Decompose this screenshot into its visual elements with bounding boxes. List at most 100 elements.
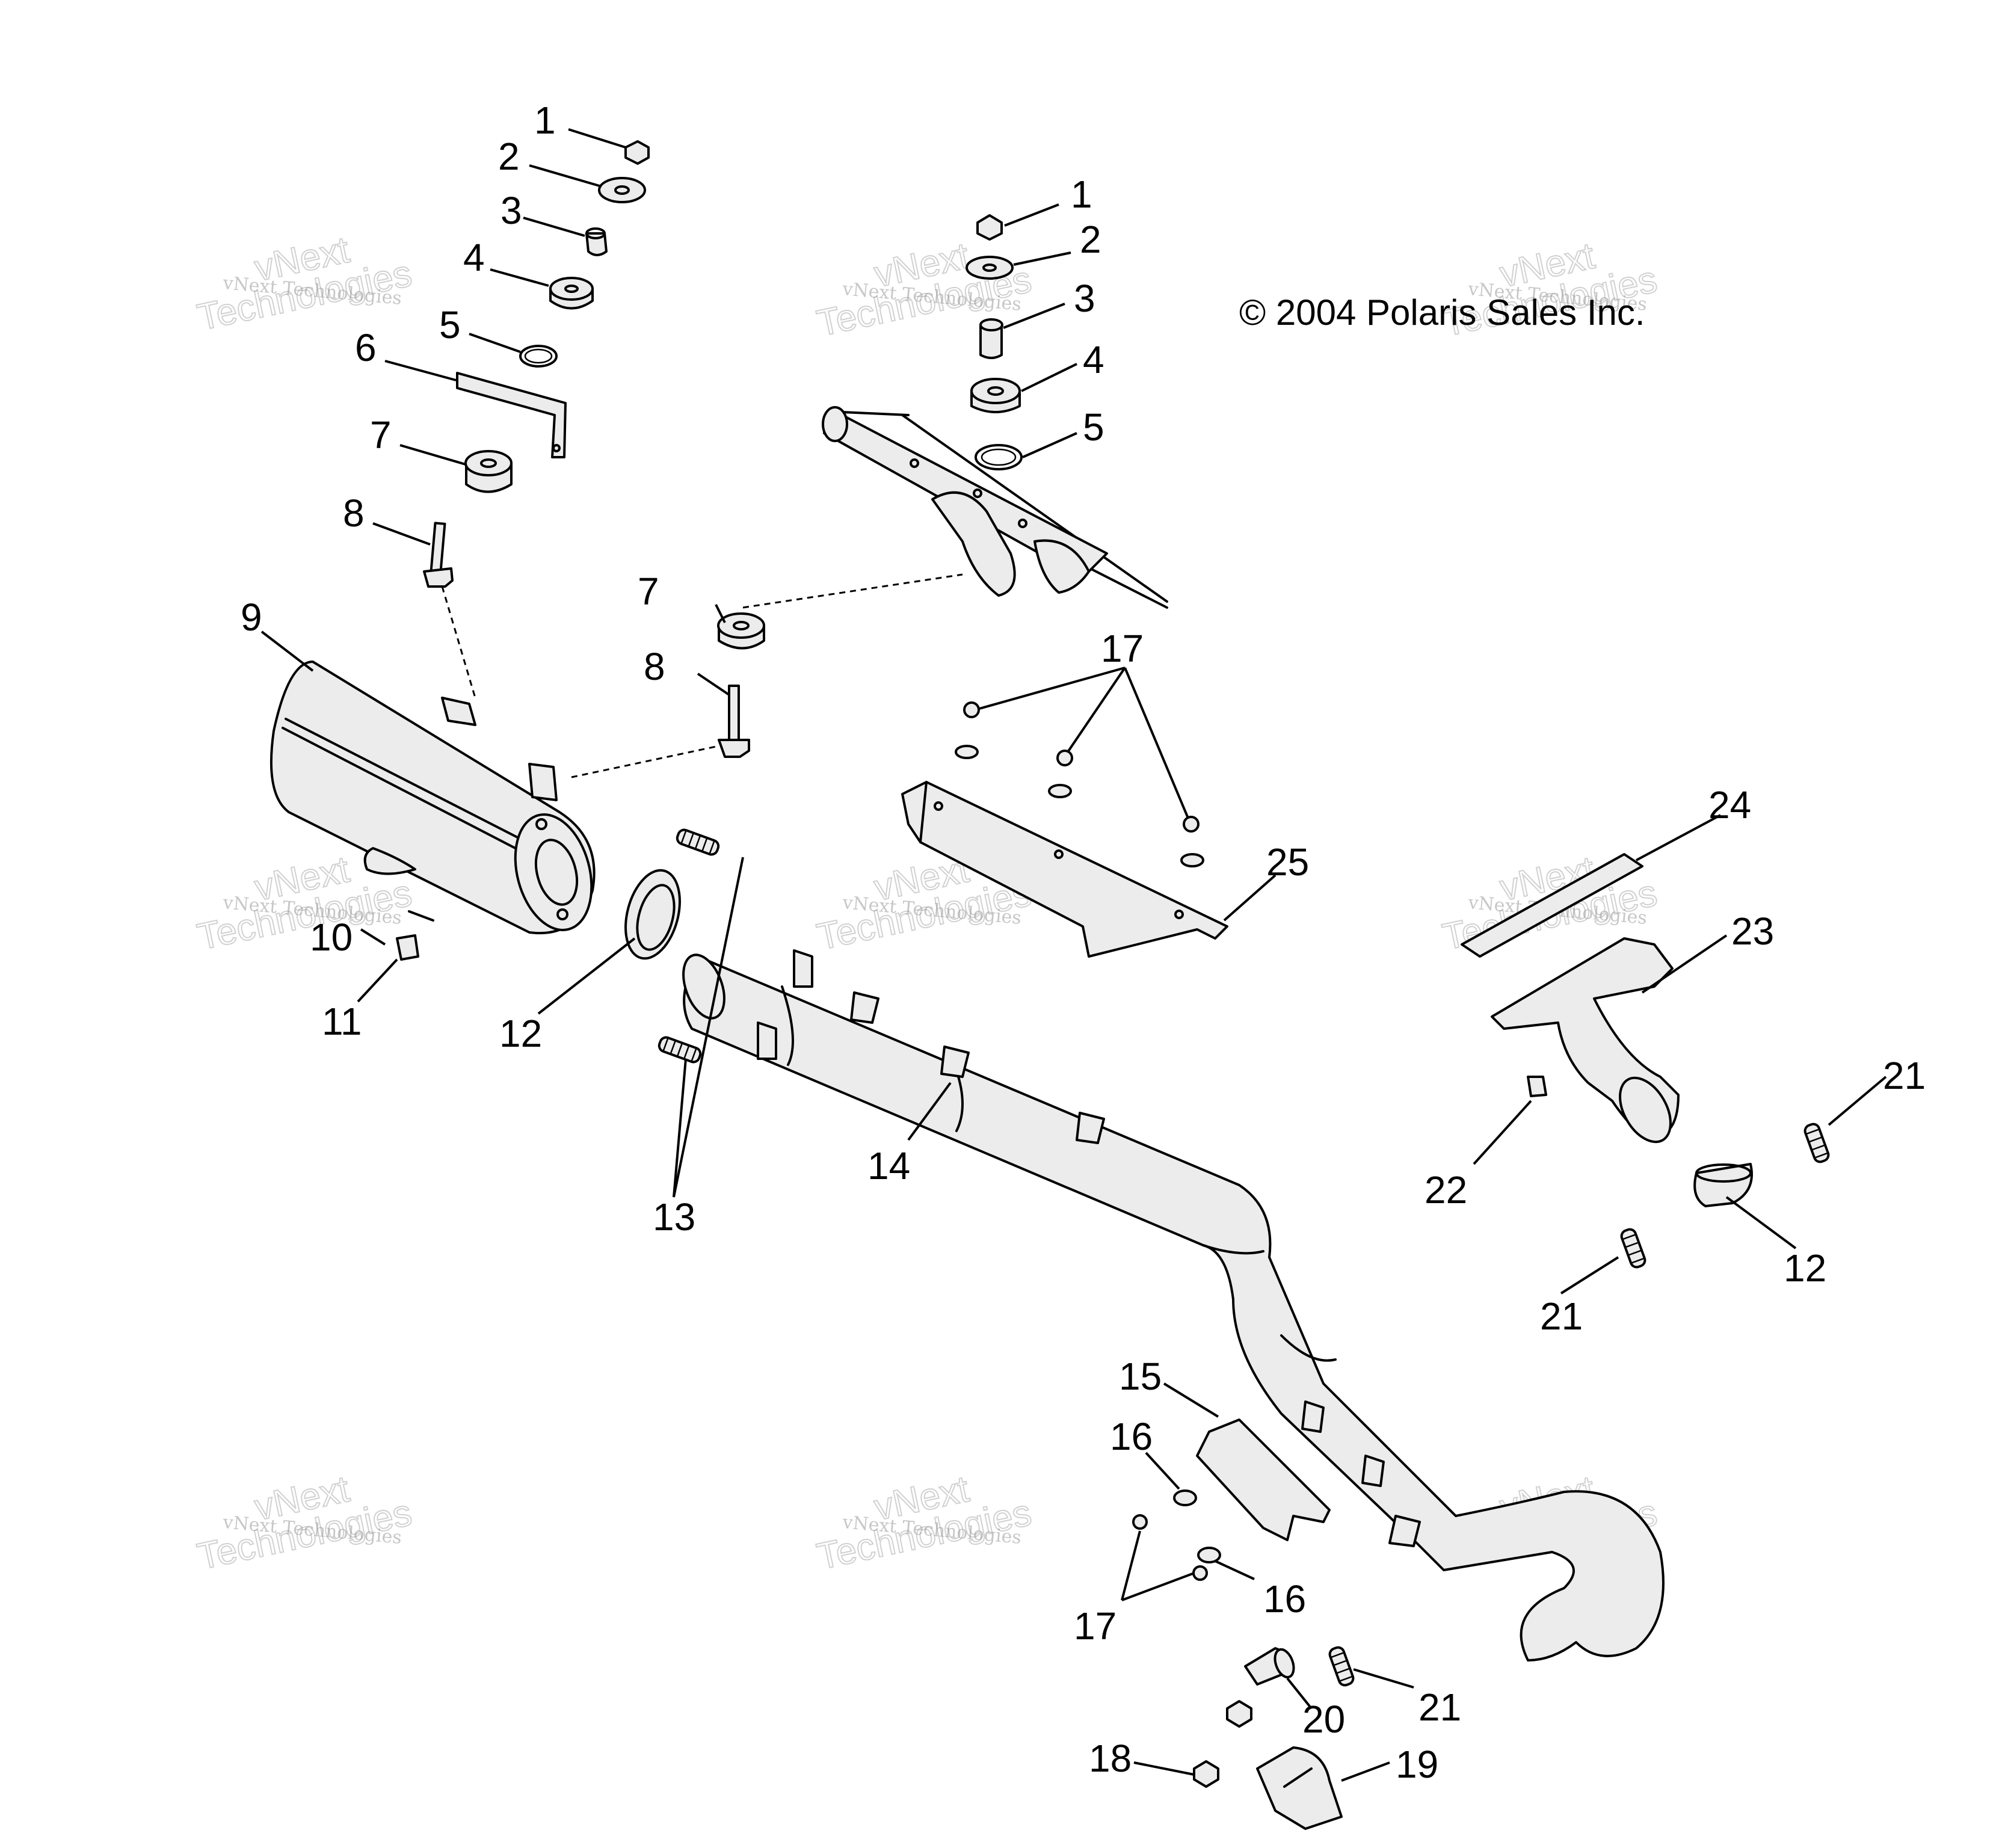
- alignment-line: [441, 586, 476, 698]
- callout-number: 10: [310, 916, 353, 959]
- callout-number: 2: [1080, 218, 1101, 261]
- pipe-section-line: [955, 1070, 964, 1132]
- gasket-inner: [636, 884, 676, 951]
- pipe-section-line: [1202, 1244, 1264, 1255]
- callout-number: 20: [1302, 1698, 1345, 1741]
- callout-number: 8: [644, 645, 665, 688]
- pipe-clip: [940, 1046, 970, 1078]
- frame-hole: [1018, 519, 1027, 528]
- heat-shield-hole: [934, 801, 943, 811]
- callout-number: 1: [534, 99, 556, 142]
- callout-number: 16: [1263, 1577, 1306, 1621]
- o-ring-part: [519, 345, 558, 368]
- exhaust-gasket: [624, 869, 681, 960]
- bolt-part: [430, 522, 446, 573]
- callout-number: 17: [1074, 1604, 1116, 1648]
- grommet-hole: [480, 458, 497, 468]
- callout-number: 21: [1418, 1686, 1461, 1729]
- grommet-top: [717, 612, 765, 639]
- callout-number: 6: [355, 326, 377, 369]
- pipe-clip: [850, 991, 879, 1024]
- spring-hook-tab: [757, 1021, 777, 1060]
- callout-number: 15: [1119, 1355, 1162, 1398]
- washer-part: [1180, 853, 1204, 867]
- muffler-end-cap: [514, 813, 593, 931]
- frame-hole: [973, 488, 982, 498]
- lower-heat-shield-group: [1132, 1418, 1331, 1581]
- bolt-part: [728, 685, 740, 741]
- exhaust-gasket: [1693, 1163, 1753, 1207]
- callout-number: 23: [1731, 910, 1774, 953]
- callout-number: 4: [1083, 338, 1104, 381]
- callout-number: 13: [653, 1195, 695, 1239]
- callout-number: 12: [499, 1012, 542, 1055]
- header-outlet: [1619, 1076, 1672, 1144]
- callout-number: 5: [439, 303, 461, 346]
- copyright-notice: © 2004 Polaris Sales Inc.: [1239, 292, 1645, 333]
- exhaust-pipe-body: [683, 955, 1665, 1662]
- exhaust-header-group: [1461, 853, 1830, 1269]
- heat-shield-hole: [1054, 849, 1064, 859]
- pipe-clip: [1301, 1400, 1325, 1433]
- muffler-body: [270, 661, 596, 935]
- washer-hole: [614, 185, 630, 195]
- frame-hole: [910, 458, 919, 468]
- o-ring-part: [975, 444, 1023, 470]
- callout-number: 7: [370, 413, 392, 457]
- left-mount-hardware: [423, 140, 650, 698]
- grommet-top: [549, 277, 594, 301]
- callout-number: 2: [498, 135, 520, 178]
- gasket-rim: [1695, 1163, 1752, 1183]
- sleeve-part: [979, 324, 1003, 359]
- muffler-outlet: [534, 839, 579, 906]
- callout-number: 18: [1089, 1737, 1132, 1780]
- nut-part: [1226, 1700, 1252, 1728]
- stud-head: [1274, 1648, 1295, 1679]
- muffler-assembly: [270, 661, 596, 961]
- callout-number: 24: [1708, 783, 1751, 827]
- washer-part: [1197, 1547, 1221, 1563]
- pipe-clip: [1388, 1515, 1421, 1547]
- bolt-head: [423, 567, 454, 588]
- frame-tube-end: [822, 406, 848, 442]
- callout-number: 11: [322, 1000, 362, 1043]
- washer-hole: [982, 263, 997, 272]
- grommet-hole: [733, 621, 750, 630]
- frame-mount-boss: [931, 491, 1016, 597]
- pipe-clip: [1361, 1455, 1385, 1487]
- screw-part: [1132, 1514, 1148, 1530]
- washer-part: [1173, 1489, 1197, 1506]
- callout-number: 4: [463, 236, 485, 279]
- callout-number: 9: [241, 596, 262, 639]
- heat-shield-part: [901, 781, 1228, 958]
- heat-shield-hole: [1174, 910, 1184, 919]
- spring-hook-tab: [793, 949, 813, 988]
- callouts: 1 2 3 4 5 6 7 8 9 10 11 12 13 14 1 2 3 4…: [241, 99, 1926, 1786]
- callout-number: 1: [1071, 173, 1092, 216]
- bolt-head: [718, 739, 750, 758]
- spring-part: [1803, 1123, 1830, 1163]
- nut-part: [624, 140, 650, 165]
- spring-part: [676, 828, 720, 856]
- bracket-hole: [552, 444, 561, 452]
- callout-number: 16: [1110, 1415, 1153, 1458]
- screw-part: [1192, 1565, 1208, 1581]
- callout-number: 14: [867, 1144, 910, 1187]
- screw-part: [1056, 750, 1073, 766]
- nut-part: [1193, 1760, 1219, 1788]
- washer-part: [598, 177, 646, 203]
- callout-number: 22: [1424, 1168, 1467, 1212]
- grommet-top: [464, 450, 513, 476]
- callout-number: 7: [638, 570, 659, 613]
- bracket-slot: [1283, 1767, 1313, 1788]
- muffler-inlet-stub: [363, 847, 416, 875]
- sleeve-top: [979, 318, 1003, 331]
- grommet-hole: [564, 285, 579, 293]
- grommet-hole: [987, 386, 1004, 396]
- washer-part: [955, 745, 979, 759]
- o-ring-inner: [524, 348, 553, 364]
- wire-clip-part: [408, 910, 434, 922]
